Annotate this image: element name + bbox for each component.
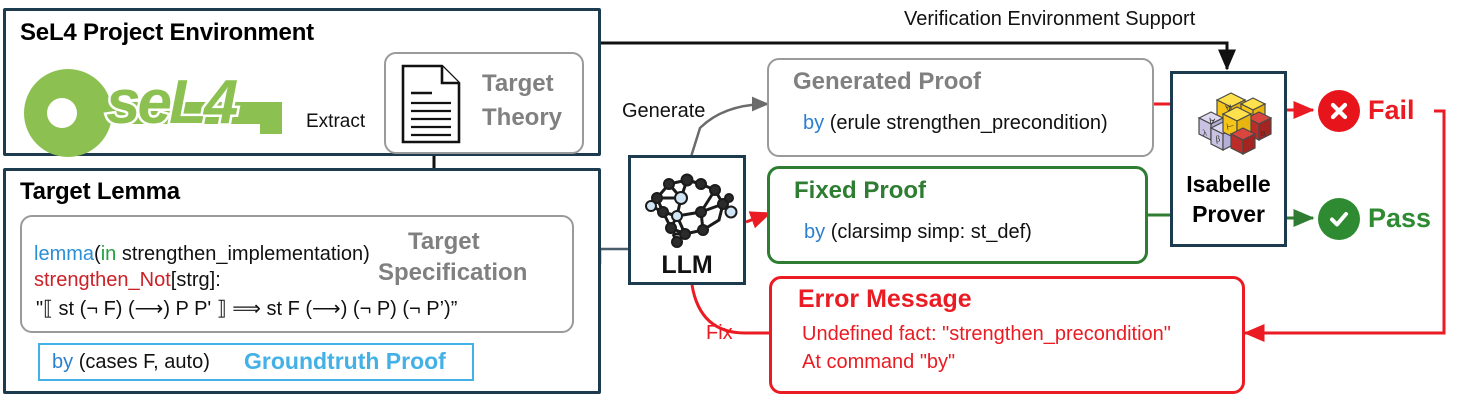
groundtruth-by-keyword: by	[52, 351, 74, 373]
lemma-attribute: [strg]:	[170, 269, 221, 291]
fail-status-icon	[1318, 90, 1360, 132]
sel4-environment-title: SeL4 Project Environment	[20, 19, 314, 46]
fail-label: Fail	[1368, 95, 1415, 125]
target-specification-line1: Target	[408, 228, 480, 255]
pass-status-icon	[1318, 198, 1360, 240]
isabelle-prover-line1: Isabelle	[1186, 171, 1271, 197]
lemma-theorem-name: strengthen_Not	[34, 269, 171, 291]
pass-label: Pass	[1368, 203, 1432, 233]
target-specification-panel: Target Specification lemma(in strengthen…	[20, 215, 574, 333]
fixed-proof-tactic: (clarsimp simp: st_def)	[830, 221, 1032, 243]
isabelle-cubes-icon: λ β ∀ ⊢ ∀ α	[1189, 84, 1275, 160]
generated-proof-by-keyword: by	[803, 112, 825, 134]
svg-text:α: α	[1260, 127, 1266, 138]
error-message-panel: Error Message Undefined fact: "strengthe…	[769, 276, 1245, 394]
lemma-code-line-3: "⟦ st (¬ F) (⟶) P P' ⟧ ⟹ st F (⟶) (¬ P) …	[36, 298, 458, 320]
lemma-code-line-1: lemma(in strengthen_implementation)	[34, 243, 370, 266]
fixed-proof-panel: Fixed Proof by (clarsimp simp: st_def)	[767, 166, 1148, 264]
svg-text:⊢: ⊢	[1226, 121, 1236, 132]
generate-label: Generate	[622, 100, 706, 122]
isabelle-prover-box: λ β ∀ ⊢ ∀ α Isabelle Prover	[1170, 71, 1287, 247]
groundtruth-proof-panel: by (cases F, auto) Groundtruth Proof	[38, 343, 474, 381]
extract-label: Extract	[306, 111, 366, 132]
fixed-proof-by-keyword: by	[804, 221, 826, 243]
llm-box: LLM	[628, 155, 746, 285]
fix-label: Fix	[706, 322, 733, 344]
target-lemma-title: Target Lemma	[20, 178, 180, 205]
groundtruth-tactic: (cases F, auto)	[78, 351, 210, 373]
llm-label: LLM	[661, 251, 713, 279]
groundtruth-proof-label: Groundtruth Proof	[244, 348, 446, 374]
svg-text:∀: ∀	[1225, 103, 1234, 114]
generated-proof-tactic: (erule strengthen_precondition)	[829, 112, 1108, 134]
lemma-code-line-2: strengthen_Not[strg]:	[34, 269, 221, 292]
check-circle-icon	[1330, 212, 1348, 227]
error-message-line-2: At command "by"	[802, 351, 956, 373]
groundtruth-code: by (cases F, auto)	[52, 351, 210, 374]
sel4-logo: seL4	[22, 57, 294, 157]
verification-environment-support-label: Verification Environment Support	[904, 8, 1196, 30]
target-lemma-box: Target Lemma Target Specification lemma(…	[3, 168, 601, 394]
document-icon	[400, 63, 462, 145]
generated-proof-code: by (erule strengthen_precondition)	[803, 112, 1108, 135]
error-message-title: Error Message	[798, 285, 972, 313]
svg-text:seL4: seL4	[106, 68, 238, 137]
svg-text:∀: ∀	[1208, 116, 1217, 127]
isabelle-prover-line2: Prover	[1192, 201, 1265, 227]
lemma-paren-open: (	[94, 243, 101, 265]
target-theory-line1: Target	[482, 70, 554, 97]
error-message-line-1: Undefined fact: "strengthen_precondition…	[802, 323, 1171, 345]
neural-network-icon	[643, 168, 738, 248]
sel4-environment-box: SeL4 Project Environment seL4 Extract	[3, 8, 601, 157]
fixed-proof-title: Fixed Proof	[794, 177, 927, 204]
lemma-in-keyword: in	[100, 243, 117, 265]
target-theory-line2: Theory	[482, 104, 563, 131]
generated-proof-title: Generated Proof	[793, 68, 982, 95]
target-theory-panel: Target Theory	[384, 52, 584, 154]
lemma-locale-name: strengthen_implementation)	[121, 243, 370, 265]
lemma-keyword: lemma	[34, 243, 95, 265]
target-specification-line2: Specification	[378, 259, 528, 286]
svg-text:β: β	[1215, 133, 1221, 144]
generated-proof-panel: Generated Proof by (erule strengthen_pre…	[767, 58, 1154, 157]
svg-text:λ: λ	[1202, 127, 1208, 138]
fixed-proof-code: by (clarsimp simp: st_def)	[804, 221, 1032, 244]
x-circle-icon	[1330, 102, 1348, 120]
